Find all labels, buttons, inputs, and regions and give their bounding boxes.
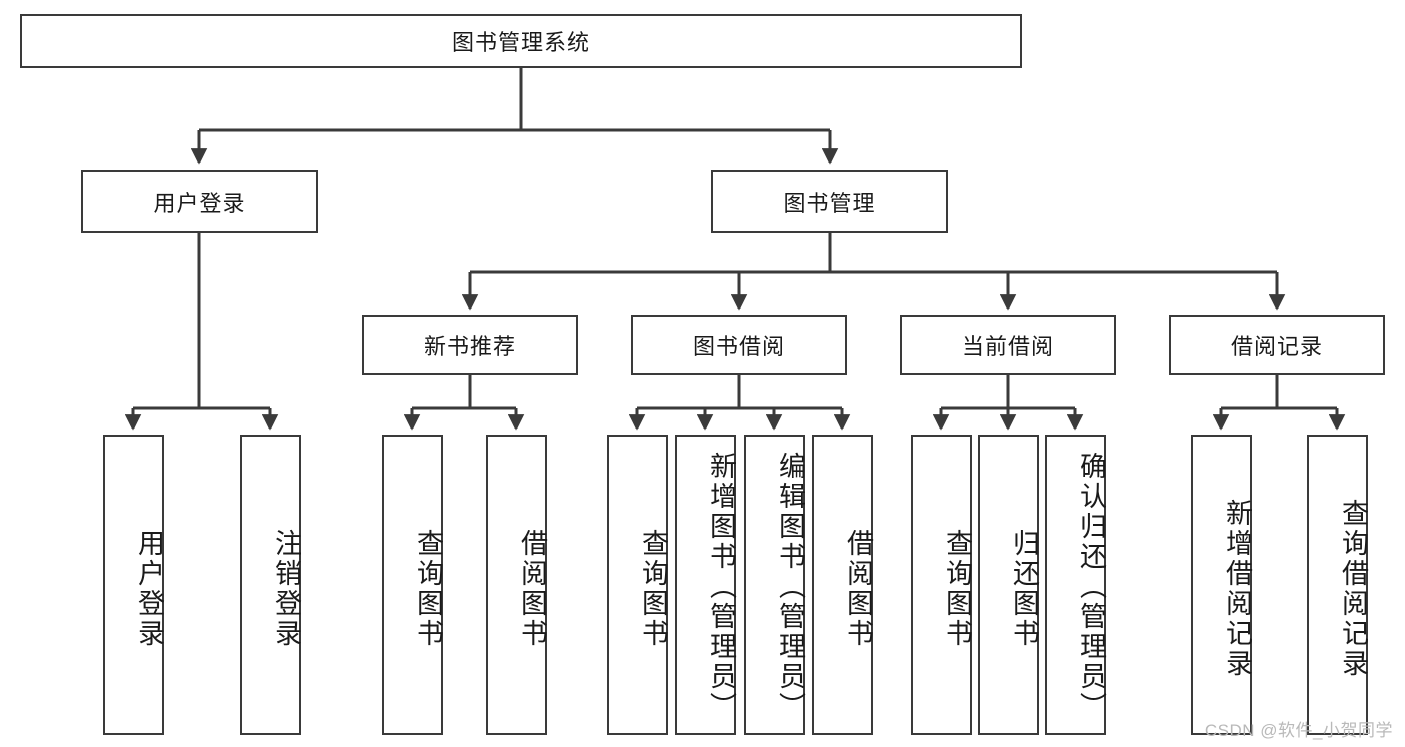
leaf-current-return-book[interactable]: 归还图书 [978, 435, 1039, 735]
node-label: 新增图书（管理员） [706, 452, 736, 722]
leaf-current-confirm-return-admin[interactable]: 确认归还（管理员） [1045, 435, 1106, 735]
node-label: 图书管理系统 [451, 30, 590, 55]
node-user-login[interactable]: 用户登录 [81, 170, 318, 233]
node-label: 借阅记录 [1230, 334, 1323, 359]
node-label: 归还图书 [1009, 529, 1039, 649]
leaf-user-login-logout[interactable]: 注销登录 [240, 435, 301, 735]
leaf-borrow-edit-book-admin[interactable]: 编辑图书（管理员） [744, 435, 805, 735]
node-new-book-recommend[interactable]: 新书推荐 [362, 315, 578, 375]
node-label: 用户登录 [134, 529, 164, 649]
leaf-record-query-record[interactable]: 查询借阅记录 [1307, 435, 1368, 735]
node-label: 当前借阅 [961, 334, 1054, 359]
node-label: 查询图书 [942, 529, 972, 649]
node-label: 注销登录 [271, 529, 301, 649]
node-borrow-record[interactable]: 借阅记录 [1169, 315, 1385, 375]
leaf-user-login-login[interactable]: 用户登录 [103, 435, 164, 735]
node-label: 查询图书 [638, 529, 668, 649]
node-label: 借阅图书 [843, 529, 873, 649]
leaf-recommend-borrow-book[interactable]: 借阅图书 [486, 435, 547, 735]
node-book-management[interactable]: 图书管理 [711, 170, 948, 233]
node-label: 查询图书 [413, 529, 443, 649]
leaf-borrow-add-book-admin[interactable]: 新增图书（管理员） [675, 435, 736, 735]
node-label: 借阅图书 [517, 529, 547, 649]
node-current-borrow[interactable]: 当前借阅 [900, 315, 1116, 375]
node-label: 新书推荐 [423, 334, 516, 359]
node-label: 图书管理 [783, 190, 876, 216]
node-label: 新增借阅记录 [1222, 499, 1252, 679]
leaf-borrow-borrow-book[interactable]: 借阅图书 [812, 435, 873, 735]
leaf-record-add-record[interactable]: 新增借阅记录 [1191, 435, 1252, 735]
node-book-borrow[interactable]: 图书借阅 [631, 315, 847, 375]
watermark: CSDN @软件_小贺同学 [1204, 721, 1393, 740]
leaf-borrow-query-book[interactable]: 查询图书 [607, 435, 668, 735]
node-label: 确认归还（管理员） [1076, 452, 1106, 722]
node-label: 图书借阅 [692, 334, 785, 359]
node-label: 用户登录 [153, 190, 246, 216]
leaf-recommend-query-book[interactable]: 查询图书 [382, 435, 443, 735]
node-label: 查询借阅记录 [1338, 499, 1368, 679]
leaf-current-query-book[interactable]: 查询图书 [911, 435, 972, 735]
node-label: 编辑图书（管理员） [775, 452, 805, 722]
node-root-system[interactable]: 图书管理系统 [20, 14, 1022, 68]
